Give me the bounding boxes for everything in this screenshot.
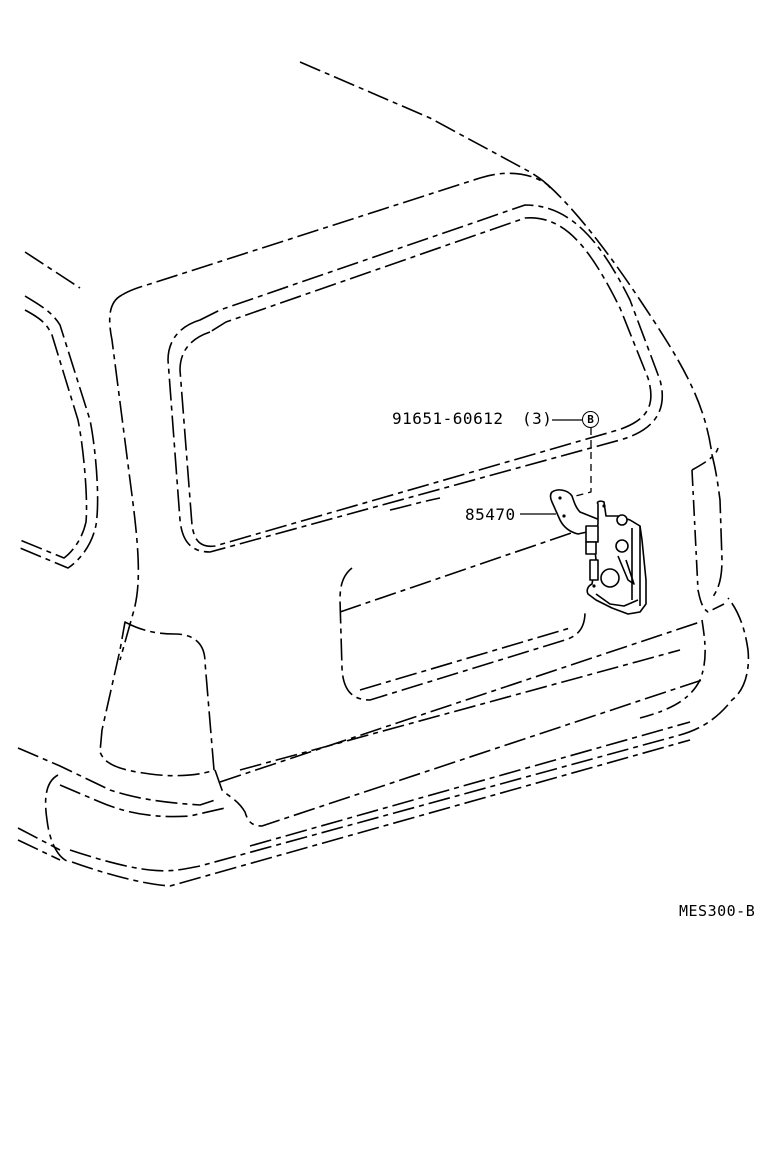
hatch-bottom-step: [214, 679, 703, 827]
reference-symbol-b: B: [582, 411, 599, 428]
license-plate-recess-outer: [339, 567, 586, 701]
lock-actuator-part: [549, 489, 647, 615]
bumper-side-line-1: [17, 827, 61, 851]
bolt-part-number-label: 91651-60612: [392, 409, 504, 428]
right-tail-lamp-edge: [639, 619, 706, 719]
figure-code-label: MES300-B: [679, 902, 756, 920]
right-quarter-panel: [691, 447, 725, 613]
bumper-upper-line: [239, 649, 681, 771]
bumper-upper-crease: [59, 784, 226, 818]
rear-window-inner-frame: [179, 217, 652, 548]
hatch-outer-edge: [121, 172, 713, 456]
bumper-side-line-2: [17, 839, 61, 861]
rear-window-outer-frame: [167, 204, 664, 553]
bumper-mid-crease: [249, 721, 691, 847]
bumper-left-corner: [44, 774, 71, 863]
panel-crease: [389, 497, 441, 511]
side-window-outer: [19, 295, 99, 569]
bolt-quantity-label: (3): [522, 409, 553, 428]
hatch-lower-edge: [219, 621, 701, 783]
actuator-part-number-label: 85470: [465, 505, 516, 524]
roof-edge-line: [299, 61, 553, 191]
left-pillar-edge: [108, 294, 140, 661]
license-plate-recess-top: [339, 529, 581, 613]
left-tail-lamp: [99, 621, 215, 777]
license-plate-recess-inner: [359, 627, 571, 691]
right-pillar-edge: [711, 454, 723, 599]
bumper-bottom-outer: [69, 597, 750, 872]
bumper-top-left: [17, 747, 216, 806]
bumper-bottom-lower: [71, 739, 691, 887]
side-roof-line: [24, 251, 81, 289]
side-window-inner: [19, 309, 88, 559]
